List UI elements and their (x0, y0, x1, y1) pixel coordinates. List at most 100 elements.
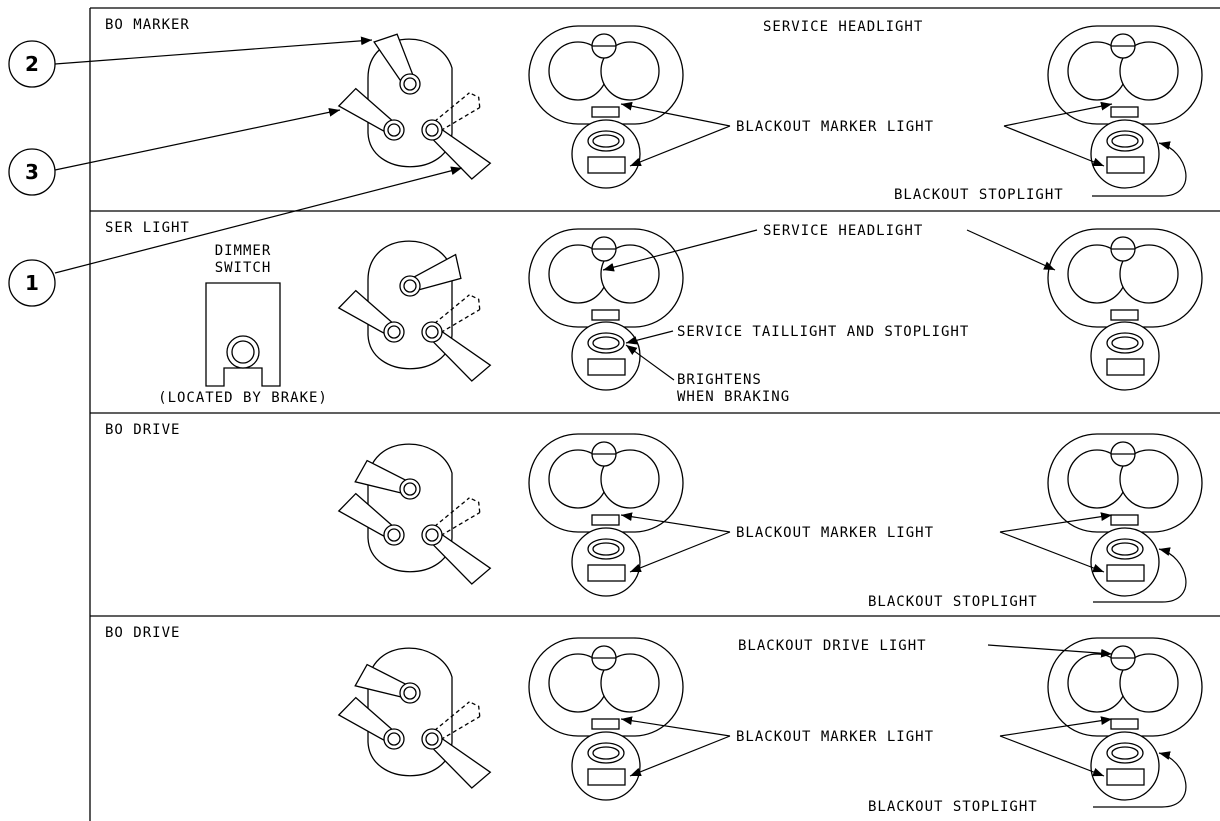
callout-1-number: 1 (25, 271, 39, 295)
right-taillamp-1 (1090, 119, 1160, 189)
switch-knob-right-inner (425, 528, 439, 542)
switch-knob-top (399, 73, 421, 95)
right-headlamp-1-right-lamp (1119, 41, 1179, 101)
left-taillamp-2-housing (571, 321, 641, 391)
dimmer-label-line1: DIMMER (215, 243, 272, 259)
panel-label-bo-marker: BO MARKER (105, 17, 190, 33)
callout-2: 2 (8, 40, 56, 88)
left-taillamp-2-lower-lamp (587, 358, 626, 376)
left-taillamp-3-upper-lamp-inner (592, 542, 620, 556)
left-headlamp-3 (528, 433, 684, 533)
left-taillamp-4-housing (571, 731, 641, 801)
switch-assembly-bo-marker (337, 33, 492, 180)
label-blackout-stoplight-p1: BLACKOUT STOPLIGHT (894, 187, 1064, 203)
switch-knob-right-inner (425, 732, 439, 746)
right-headlamp-4-marker-lamp (1110, 718, 1139, 730)
switch-body (367, 647, 453, 777)
label-service-headlight-p1: SERVICE HEADLIGHT (763, 19, 923, 35)
switch-knob-left-inner (387, 123, 401, 137)
left-headlamp-1-right-lamp (600, 41, 660, 101)
right-taillamp-3 (1090, 527, 1160, 597)
left-taillamp-1-upper-lamp-inner (592, 134, 620, 148)
callout-leaders (54, 36, 463, 274)
left-headlamp-4-marker-lamp (591, 718, 620, 730)
leader-arrows (602, 101, 1187, 808)
callout-2-number: 2 (25, 52, 39, 76)
panel-label-ser-light: SER LIGHT (105, 220, 190, 236)
right-taillamp-1-upper-lamp-inner (1111, 134, 1139, 148)
right-taillamp-1-housing (1090, 119, 1160, 189)
left-headlamp-2-marker-lamp (591, 309, 620, 321)
right-taillamp-3-housing (1090, 527, 1160, 597)
right-headlamp-2 (1047, 228, 1203, 328)
left-taillamp-2 (571, 321, 641, 391)
right-headlamp-2-marker-lamp (1110, 309, 1139, 321)
callout-3-number: 3 (25, 160, 39, 184)
right-taillamp-4-lower-lamp (1106, 768, 1145, 786)
right-taillamp-2-housing (1090, 321, 1160, 391)
right-headlamp-3-right-lamp (1119, 449, 1179, 509)
switch-knob-left-inner (387, 732, 401, 746)
switch-assembly-bo-drive-1 (337, 443, 492, 585)
switch-body (367, 38, 453, 168)
left-taillamp-1 (571, 119, 641, 189)
right-taillamp-4 (1090, 731, 1160, 801)
left-taillamp-1-lower-lamp (587, 156, 626, 174)
left-headlamp-1-marker-lamp (591, 106, 620, 118)
label-blackout-marker-light-p1: BLACKOUT MARKER LIGHT (736, 119, 934, 135)
left-taillamp-3-housing (571, 527, 641, 597)
label-blackout-drive-light: BLACKOUT DRIVE LIGHT (738, 638, 927, 654)
left-headlamp-4 (528, 637, 684, 737)
switch-knob-left (383, 524, 405, 546)
switch-knob-top (399, 478, 421, 500)
switch-knob-top-inner (403, 77, 417, 91)
switch-knob-left (383, 728, 405, 750)
right-taillamp-1-lower-lamp (1106, 156, 1145, 174)
switch-assembly-ser-light (337, 240, 492, 382)
left-headlamp-1 (528, 25, 684, 125)
left-taillamp-4-upper-lamp-inner (592, 746, 620, 760)
callout-1: 1 (8, 259, 56, 307)
label-brightens-line2: WHEN BRAKING (677, 389, 790, 405)
switch-knob-top (399, 275, 421, 297)
dimmer-location-label: (LOCATED BY BRAKE) (158, 390, 328, 406)
label-brightens-line1: BRIGHTENS (677, 372, 762, 388)
switch-knob-top-inner (403, 686, 417, 700)
right-taillamp-4-upper-lamp-inner (1111, 746, 1139, 760)
dimmer-switch (205, 282, 281, 387)
right-taillamp-3-upper-lamp-inner (1111, 542, 1139, 556)
left-headlamp-4-right-lamp (600, 653, 660, 713)
switch-knob-right (421, 119, 443, 141)
switch-knob-right (421, 321, 443, 343)
switch-knob-right (421, 728, 443, 750)
right-headlamp-1-marker-lamp (1110, 106, 1139, 118)
left-taillamp-4-lower-lamp (587, 768, 626, 786)
switch-body (367, 443, 453, 573)
label-service-headlight-p2: SERVICE HEADLIGHT (763, 223, 923, 239)
switch-knob-right-inner (425, 123, 439, 137)
right-taillamp-2 (1090, 321, 1160, 391)
panel-label-bo-drive-2: BO DRIVE (105, 625, 180, 641)
switch-assembly-bo-drive-2 (337, 647, 492, 789)
switch-knob-top-inner (403, 482, 417, 496)
left-taillamp-3-lower-lamp (587, 564, 626, 582)
right-headlamp-2-right-lamp (1119, 244, 1179, 304)
left-headlamp-2 (528, 228, 684, 328)
switch-knob-right (421, 524, 443, 546)
right-taillamp-4-housing (1090, 731, 1160, 801)
label-blackout-stoplight-p3: BLACKOUT STOPLIGHT (868, 594, 1038, 610)
label-service-taillight: SERVICE TAILLIGHT AND STOPLIGHT (677, 324, 969, 340)
switch-knob-left (383, 321, 405, 343)
switch-knob-top (399, 682, 421, 704)
left-taillamp-3 (571, 527, 641, 597)
left-taillamp-4 (571, 731, 641, 801)
switch-knob-left-inner (387, 528, 401, 542)
left-taillamp-2-upper-lamp-inner (592, 336, 620, 350)
left-taillamp-1-housing (571, 119, 641, 189)
right-headlamp-3-marker-lamp (1110, 514, 1139, 526)
left-headlamp-3-right-lamp (600, 449, 660, 509)
label-blackout-marker-light-p3: BLACKOUT MARKER LIGHT (736, 525, 934, 541)
switch-body (367, 240, 453, 370)
panel-label-bo-drive-1: BO DRIVE (105, 422, 180, 438)
